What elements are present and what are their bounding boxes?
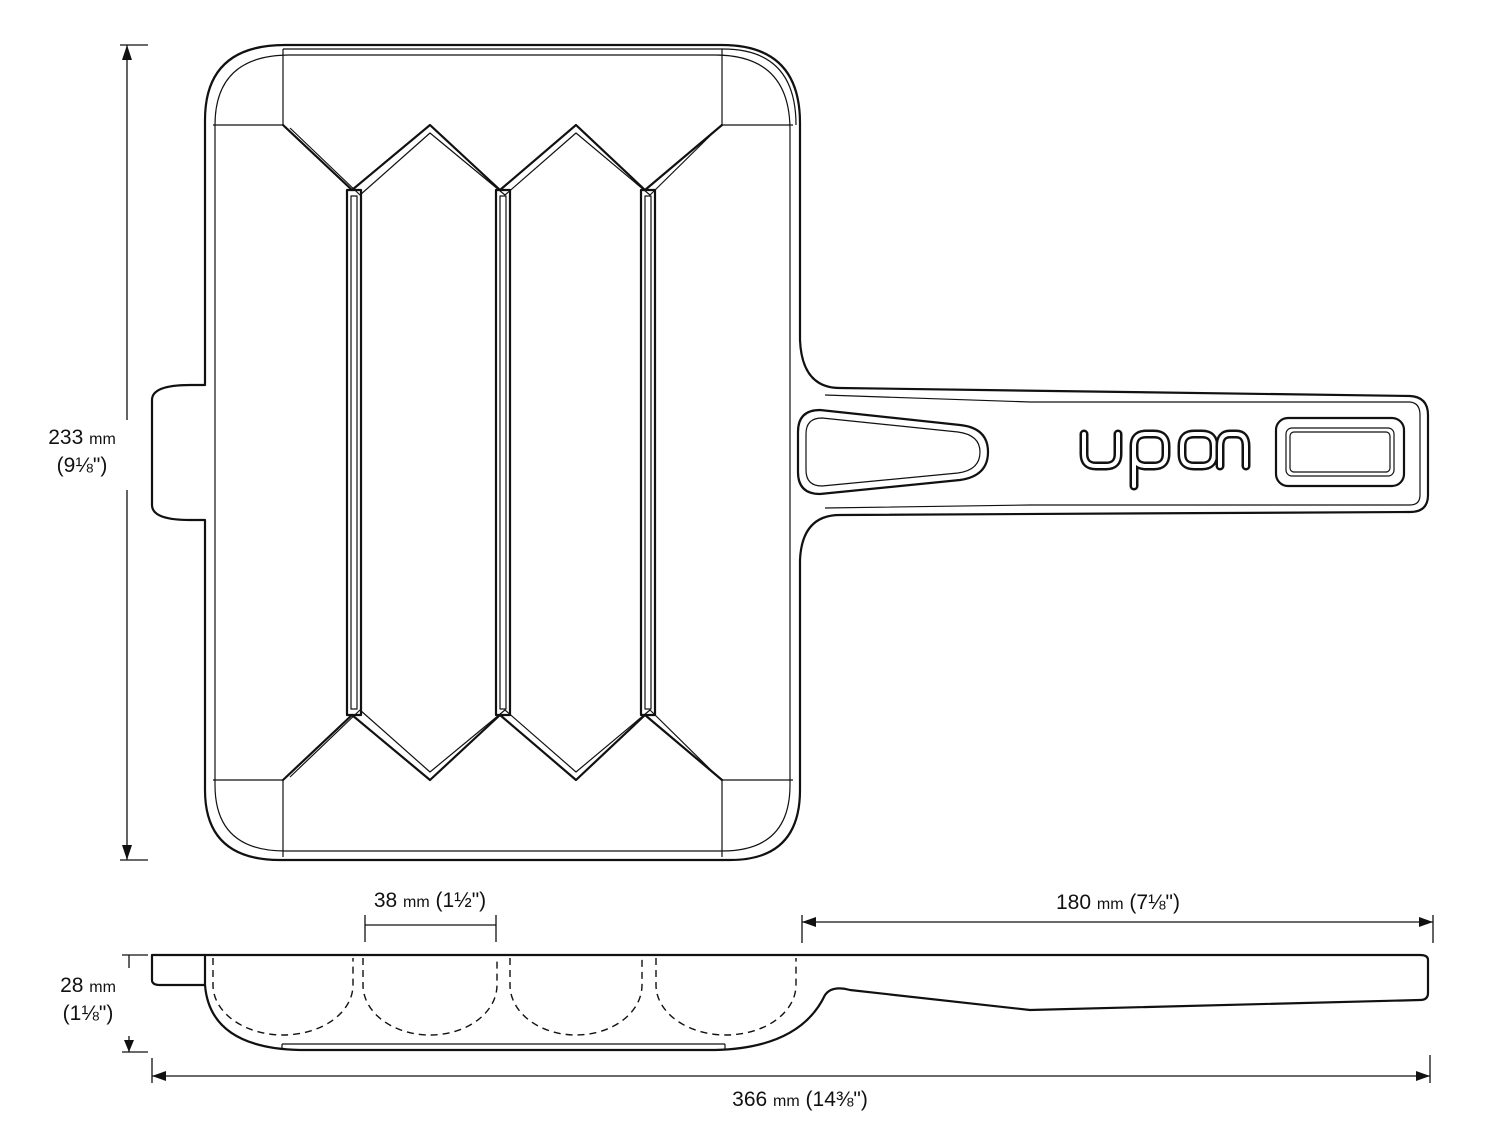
cavity-top-zigzag <box>281 123 724 192</box>
dimension-lines <box>120 44 1434 1083</box>
side-view <box>150 953 1430 1052</box>
pan-inner-rim <box>214 54 791 852</box>
side-profile-outline <box>150 953 1430 1052</box>
handle-slot <box>1274 416 1406 488</box>
handle-length-dimension-label: 180 mm (7⅛") <box>1055 891 1181 914</box>
cavity-bottom-zigzag <box>281 713 724 782</box>
side-cavities <box>212 958 797 1036</box>
handle-hang-hole <box>796 408 990 496</box>
handle-hang-hole-inner <box>805 417 981 487</box>
depth-dimension-label: 28 mm (1⅛") <box>60 974 116 1025</box>
pan-rim-line <box>283 48 797 126</box>
cavity-ridges <box>345 188 657 717</box>
handle-slot-inner <box>1285 427 1395 477</box>
handle-inner-edge <box>824 394 1421 509</box>
corner-bevels <box>213 49 793 857</box>
cavity-bottom-zigzag-inner <box>289 709 719 778</box>
total-length-dimension-label: 366 mm (14⅜") <box>732 1088 868 1111</box>
cavity-top-zigzag-inner <box>289 127 719 196</box>
pan-outer-outline <box>150 43 1430 862</box>
top-view <box>150 43 1430 862</box>
height-dimension-label: 233 mm (9⅛") <box>48 426 116 477</box>
upon-logo-icon <box>1079 429 1251 491</box>
cavity-width-dimension-label: 38 mm (1½") <box>373 889 487 912</box>
handle-slot-inner-2 <box>1289 431 1391 473</box>
